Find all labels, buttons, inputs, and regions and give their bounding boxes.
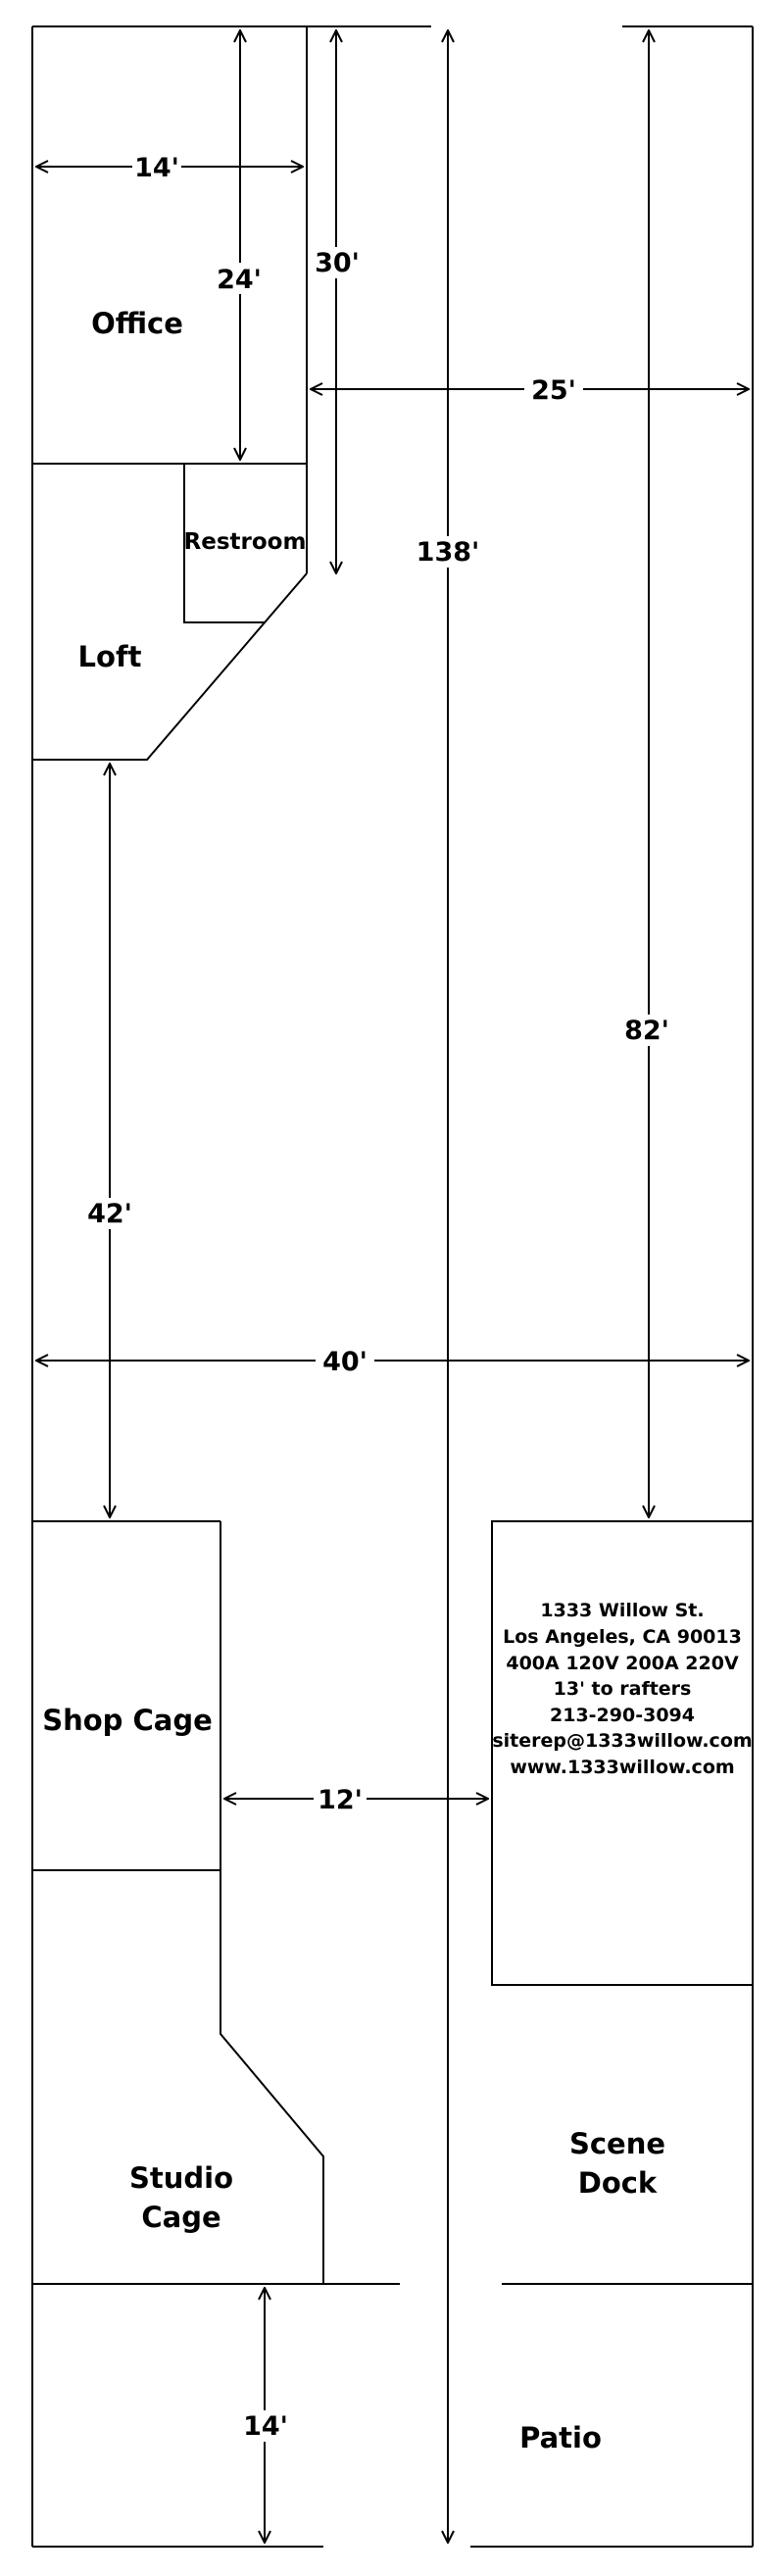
dim-overall-length: 138' <box>416 537 480 568</box>
walls <box>31 25 754 2548</box>
dimension-labels: 14' 24' 30' 25' 138' 82' 42' 40' 12' 14' <box>87 153 669 2442</box>
info-power: 400A 120V 200A 220V <box>506 1653 739 1674</box>
dim-right-run: 82' <box>624 1016 669 1046</box>
room-labels: Office Restroom Loft Shop Cage Studio Ca… <box>42 307 665 2454</box>
dim-patio-depth: 14' <box>243 2411 288 2442</box>
office-loft-block <box>32 26 308 761</box>
info-rafters: 13' to rafters <box>554 1678 692 1700</box>
patio-label: Patio <box>519 2421 602 2454</box>
shop-cage-label: Shop Cage <box>42 1704 213 1737</box>
dim-office-width: 14' <box>134 153 179 183</box>
dim-loft-height: 30' <box>315 248 360 278</box>
studio-cage-label-line1: Studio <box>129 2161 233 2195</box>
dim-aisle-width: 12' <box>318 1785 363 1815</box>
dim-loft-to-shop: 42' <box>87 1199 132 1229</box>
restroom-label: Restroom <box>184 529 307 555</box>
office-label: Office <box>91 307 183 340</box>
info-email: siterep@1333willow.com <box>492 1730 752 1752</box>
cage-east-wall <box>220 1521 324 2284</box>
info-address: 1333 Willow St. <box>540 1600 704 1621</box>
info-phone: 213-290-3094 <box>550 1705 695 1726</box>
info-box-outline <box>491 1520 753 1986</box>
loft-label: Loft <box>78 640 142 673</box>
dim-mezz-width: 25' <box>531 375 576 406</box>
dim-overall-width: 40' <box>322 1347 368 1377</box>
scene-dock-label-line1: Scene <box>569 2127 665 2160</box>
info-text: 1333 Willow St. Los Angeles, CA 90013 40… <box>492 1600 752 1778</box>
dim-office-height: 24' <box>217 265 262 295</box>
scene-dock-label-line2: Dock <box>578 2166 658 2200</box>
info-box <box>491 1520 753 1986</box>
info-city: Los Angeles, CA 90013 <box>503 1626 742 1648</box>
loft-edge <box>32 572 308 761</box>
cages-block <box>32 1520 753 2285</box>
info-website: www.1333willow.com <box>510 1757 734 1778</box>
label-backgrounds <box>83 152 676 2442</box>
studio-cage-label-line2: Cage <box>141 2201 220 2234</box>
restroom-wall <box>183 464 265 623</box>
